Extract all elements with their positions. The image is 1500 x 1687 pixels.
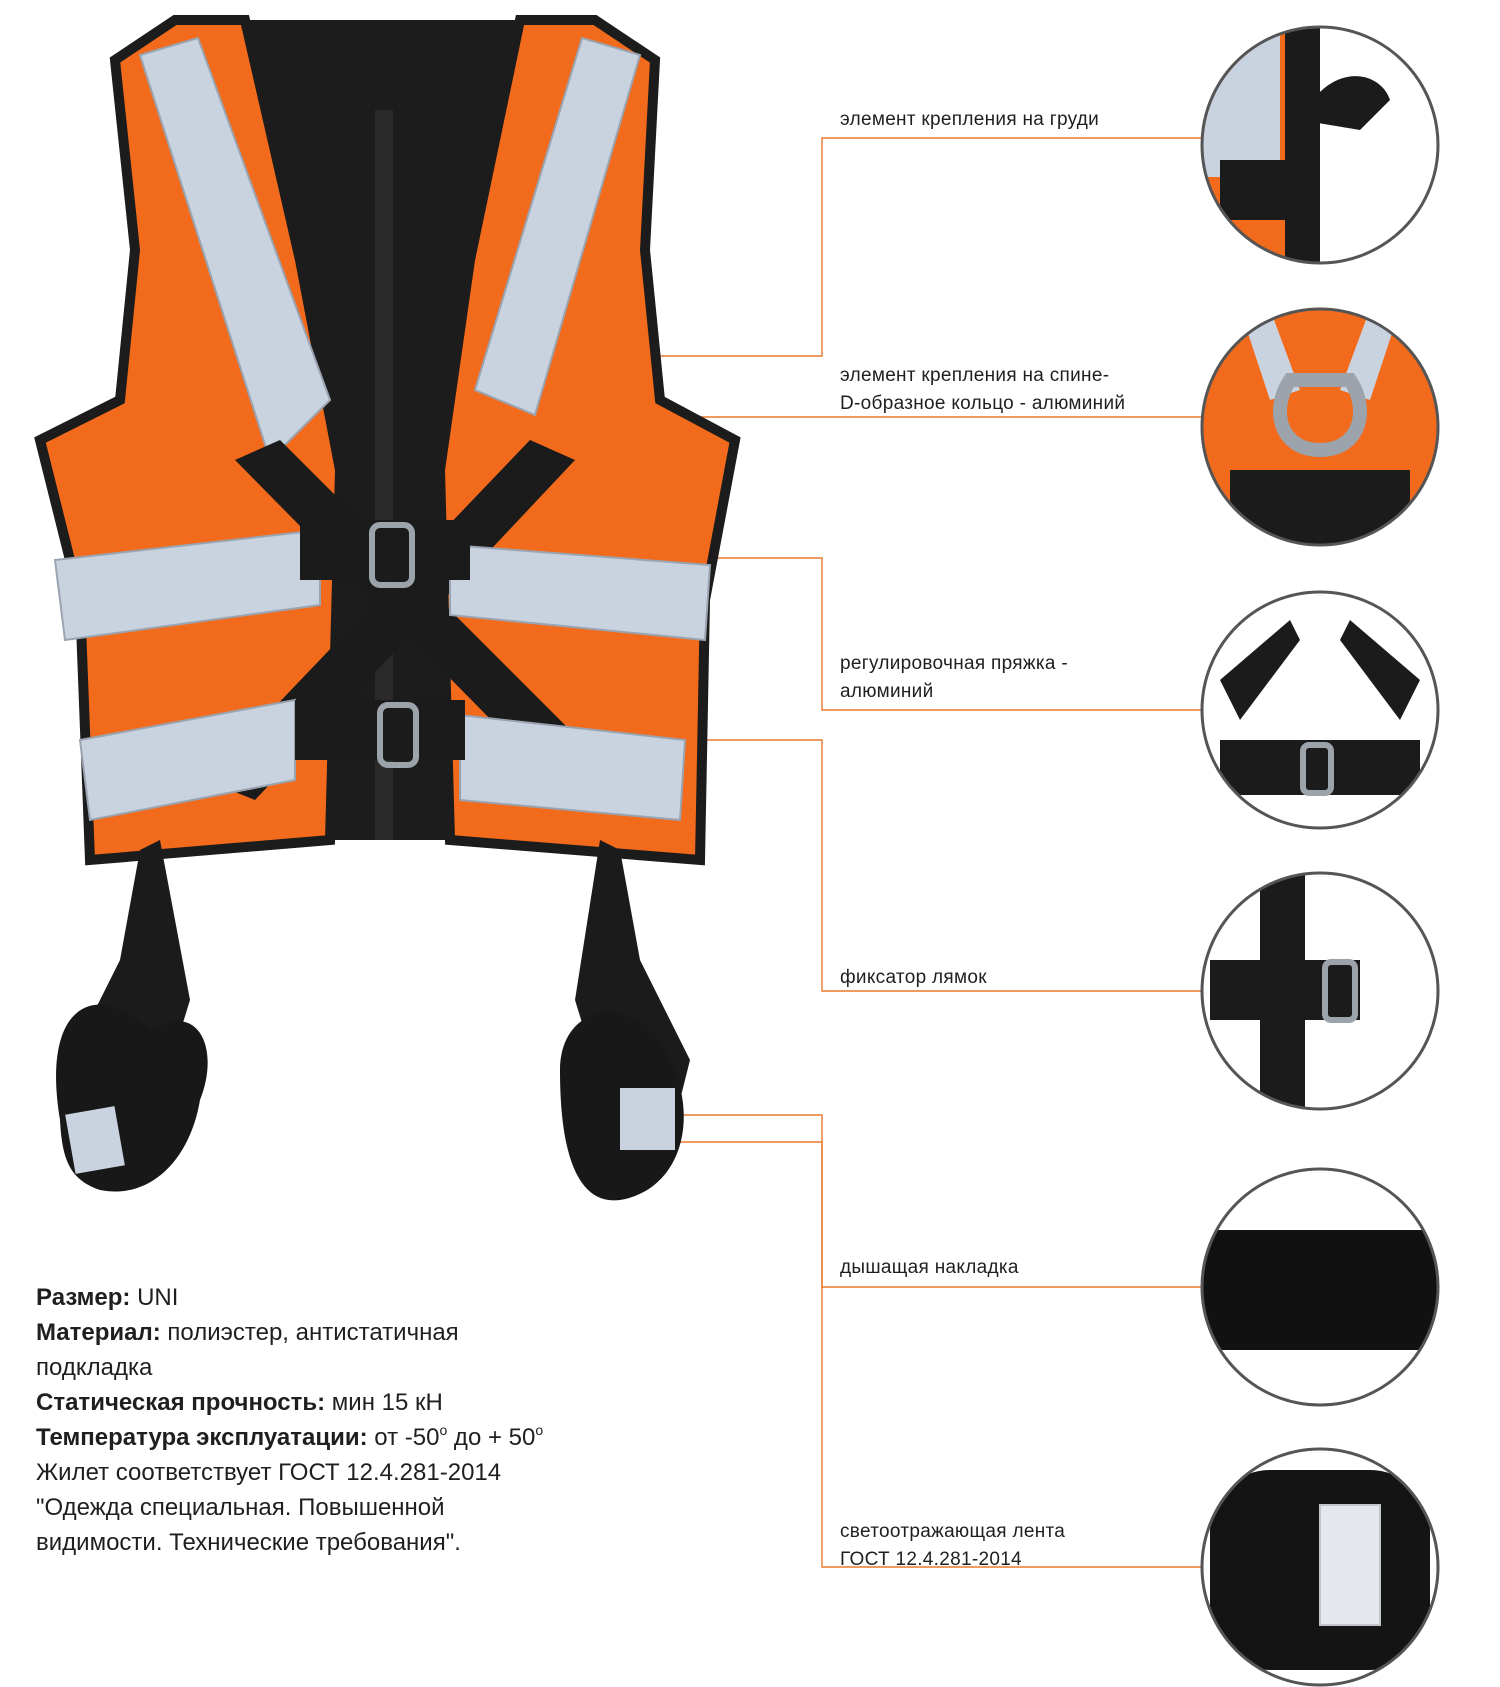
callout-pad-line1: дышащая накладка <box>840 1257 1019 1278</box>
center-strap <box>300 520 470 580</box>
spec-strength-value: мин 15 кН <box>325 1389 443 1416</box>
spec-strength: Статическая прочность: мин 15 кН <box>36 1385 656 1420</box>
spec-temp-to: до + 50 <box>447 1424 536 1451</box>
spec-size-label: Размер: <box>36 1284 131 1311</box>
degree-sign-2: o <box>535 1422 544 1438</box>
spec-material-value: полиэстер, антистатичная <box>160 1319 459 1346</box>
spec-size: Размер: UNI <box>36 1280 656 1315</box>
callout-reflective-tape: светоотражающая лента ГОСТ 12.4.281-2014 <box>840 1518 1065 1574</box>
detail-adjust-buckle <box>1202 592 1438 828</box>
detail-reflective-tape <box>1202 1449 1438 1685</box>
detail-chest-ring <box>1200 25 1440 265</box>
callout-buckle-line1: регулировочная пряжка - <box>840 653 1068 674</box>
callout-strap-lock: фиксатор лямок <box>840 964 987 992</box>
callout-back-line1: элемент крепления на спине- <box>840 365 1110 386</box>
callout-chest-attachment: элемент крепления на груди <box>840 106 1099 134</box>
leg-pad-left-reflective <box>65 1106 125 1174</box>
product-specifications: Размер: UNI Материал: полиэстер, антиста… <box>36 1280 656 1560</box>
reflective-band-lower-left <box>78 698 296 822</box>
spec-material-label: Материал: <box>36 1319 161 1346</box>
detail-strap-ring <box>1200 871 1440 1111</box>
spec-material-cont: подкладка <box>36 1354 153 1381</box>
spec-gost-line2: "Одежда специальная. Повышенной <box>36 1494 445 1521</box>
adjust-buckle-lower <box>377 702 419 768</box>
detail-strap-lock <box>1202 873 1438 1109</box>
detail-buckle-ring <box>1200 590 1440 830</box>
detail-back-ring <box>1200 307 1440 547</box>
leader-tape <box>636 1141 1220 1568</box>
spec-temperature: Температура эксплуатации: от -50o до + 5… <box>36 1420 656 1455</box>
detail-tape-ring <box>1200 1447 1440 1687</box>
adjust-buckle-upper <box>369 522 415 588</box>
spec-strength-label: Статическая прочность: <box>36 1389 326 1416</box>
leg-pad-right-reflective <box>620 1088 675 1150</box>
callout-back-line2: D-образное кольцо - алюминий <box>840 393 1126 414</box>
spec-temp-label: Температура эксплуатации: <box>36 1424 368 1451</box>
vest <box>34 15 741 1201</box>
degree-sign-1: o <box>439 1422 448 1438</box>
detail-chest-attachment <box>1202 27 1438 263</box>
detail-breathable-pad <box>1202 1169 1438 1405</box>
callout-breathable-pad: дышащая накладка <box>840 1254 1019 1282</box>
spec-material: Материал: полиэстер, антистатичная <box>36 1315 656 1350</box>
callout-strap-line1: фиксатор лямок <box>840 967 987 988</box>
callout-adjust-buckle: регулировочная пряжка - алюминий <box>840 650 1068 706</box>
spec-gost-line1: Жилет соответствует ГОСТ 12.4.281-2014 <box>36 1459 502 1486</box>
callout-tape-line2: ГОСТ 12.4.281-2014 <box>840 1549 1022 1570</box>
spec-gost-line3: видимости. Технические требования". <box>36 1529 461 1556</box>
reflective-band-lower-right <box>459 713 687 822</box>
callout-tape-line1: светоотражающая лента <box>840 1521 1066 1542</box>
detail-pad-ring <box>1200 1167 1440 1407</box>
reflective-shoulder-right <box>473 36 642 417</box>
reflective-band-upper-right <box>449 543 712 642</box>
vest-right-panel <box>434 15 741 866</box>
callout-chest-line1: элемент крепления на груди <box>840 109 1100 130</box>
callout-back-attachment: элемент крепления на спине- D-образное к… <box>840 362 1125 418</box>
spec-size-value: UNI <box>130 1284 179 1311</box>
callout-buckle-line2: алюминий <box>840 681 934 702</box>
spec-temp-from: от -50 <box>367 1424 440 1451</box>
reflective-shoulder-left <box>138 36 332 462</box>
reflective-band-upper-left <box>53 528 321 642</box>
